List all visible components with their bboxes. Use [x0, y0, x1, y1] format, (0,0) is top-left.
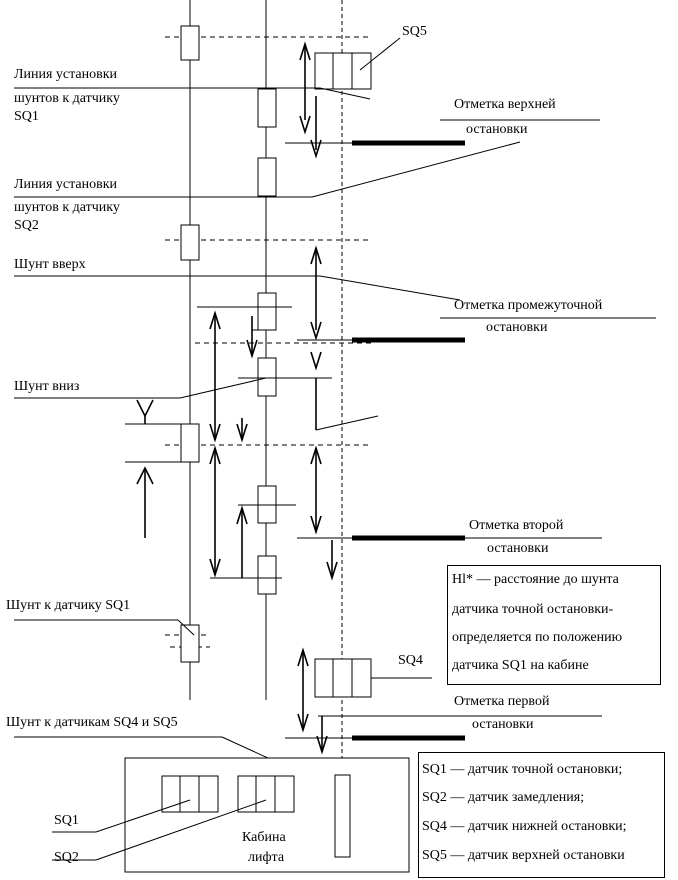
shunt-left-2 [180, 224, 200, 261]
label-mid-stop-2: остановки [486, 320, 548, 335]
label-sq4: SQ4 [398, 653, 423, 668]
shunt-left-1 [180, 25, 200, 61]
label-line-sq1-3: SQ1 [14, 109, 39, 124]
label-shunt-down: Шунт вниз [14, 379, 80, 394]
label-first-stop-2: остановки [472, 717, 534, 732]
label-line-sq2-3: SQ2 [14, 218, 39, 233]
h1-note-line-2: датчика точной остановки- [452, 602, 614, 617]
label-line-sq1-1: Линия установки [14, 67, 118, 82]
h1-note-line-4: датчика SQ1 на кабине [452, 658, 589, 673]
label-shunt-sq4-sq5: Шунт к датчикам SQ4 и SQ5 [6, 715, 178, 730]
cabin [124, 757, 410, 873]
shunt-right-4 [257, 357, 277, 397]
label-cabin-sq1: SQ1 [54, 813, 79, 828]
legend-line-1: SQ1 — датчик точной остановки; [422, 762, 623, 777]
legend-line-4: SQ5 — датчик верхней остановки [422, 848, 625, 863]
label-mid-stop-1: Отметка промежуточной [454, 298, 603, 313]
label-line-sq2-1: Линия установки [14, 177, 118, 192]
label-cabin-sq2: SQ2 [54, 850, 79, 865]
label-second-stop-2: остановки [487, 541, 549, 556]
h1-note-line-1: Hl* — расстояние до шунта [452, 572, 619, 587]
label-cabin-1: Кабина [242, 830, 286, 845]
label-shunt-sq1: Шунт к датчику SQ1 [6, 598, 131, 613]
label-shunt-up: Шунт вверх [14, 257, 86, 272]
shunt-right-3 [257, 292, 277, 331]
legend-box: SQ1 — датчик точной остановки; SQ2 — дат… [418, 752, 665, 878]
label-cabin-2: лифта [248, 850, 285, 865]
cabin-sq2-sensor [237, 775, 295, 813]
label-second-stop-1: Отметка второй [469, 518, 564, 533]
h1-note-line-3: определяется по положению [452, 630, 623, 645]
shunt-right-2 [257, 157, 277, 197]
legend-line-2: SQ2 — датчик замедления; [422, 790, 585, 805]
label-upper-stop-2: остановки [466, 122, 528, 137]
sq5-sensor [314, 52, 372, 90]
label-upper-stop-1: Отметка верхней [454, 97, 556, 112]
label-sq5: SQ5 [402, 24, 427, 39]
legend-line-3: SQ4 — датчик нижней остановки; [422, 819, 627, 834]
shunt-right-1 [257, 88, 277, 128]
cabin-shunt-strip [334, 774, 351, 858]
sq4-sensor [314, 658, 372, 698]
label-line-sq2-2: шунтов к датчику [14, 200, 120, 215]
shunt-right-6 [257, 555, 277, 595]
shunt-left-4 [180, 624, 200, 663]
label-line-sq1-2: шунтов к датчику [14, 91, 120, 106]
label-first-stop-1: Отметка первой [454, 694, 550, 709]
h1-note-box: Hl* — расстояние до шунта датчика точной… [447, 565, 661, 685]
shunt-left-3 [180, 423, 200, 463]
